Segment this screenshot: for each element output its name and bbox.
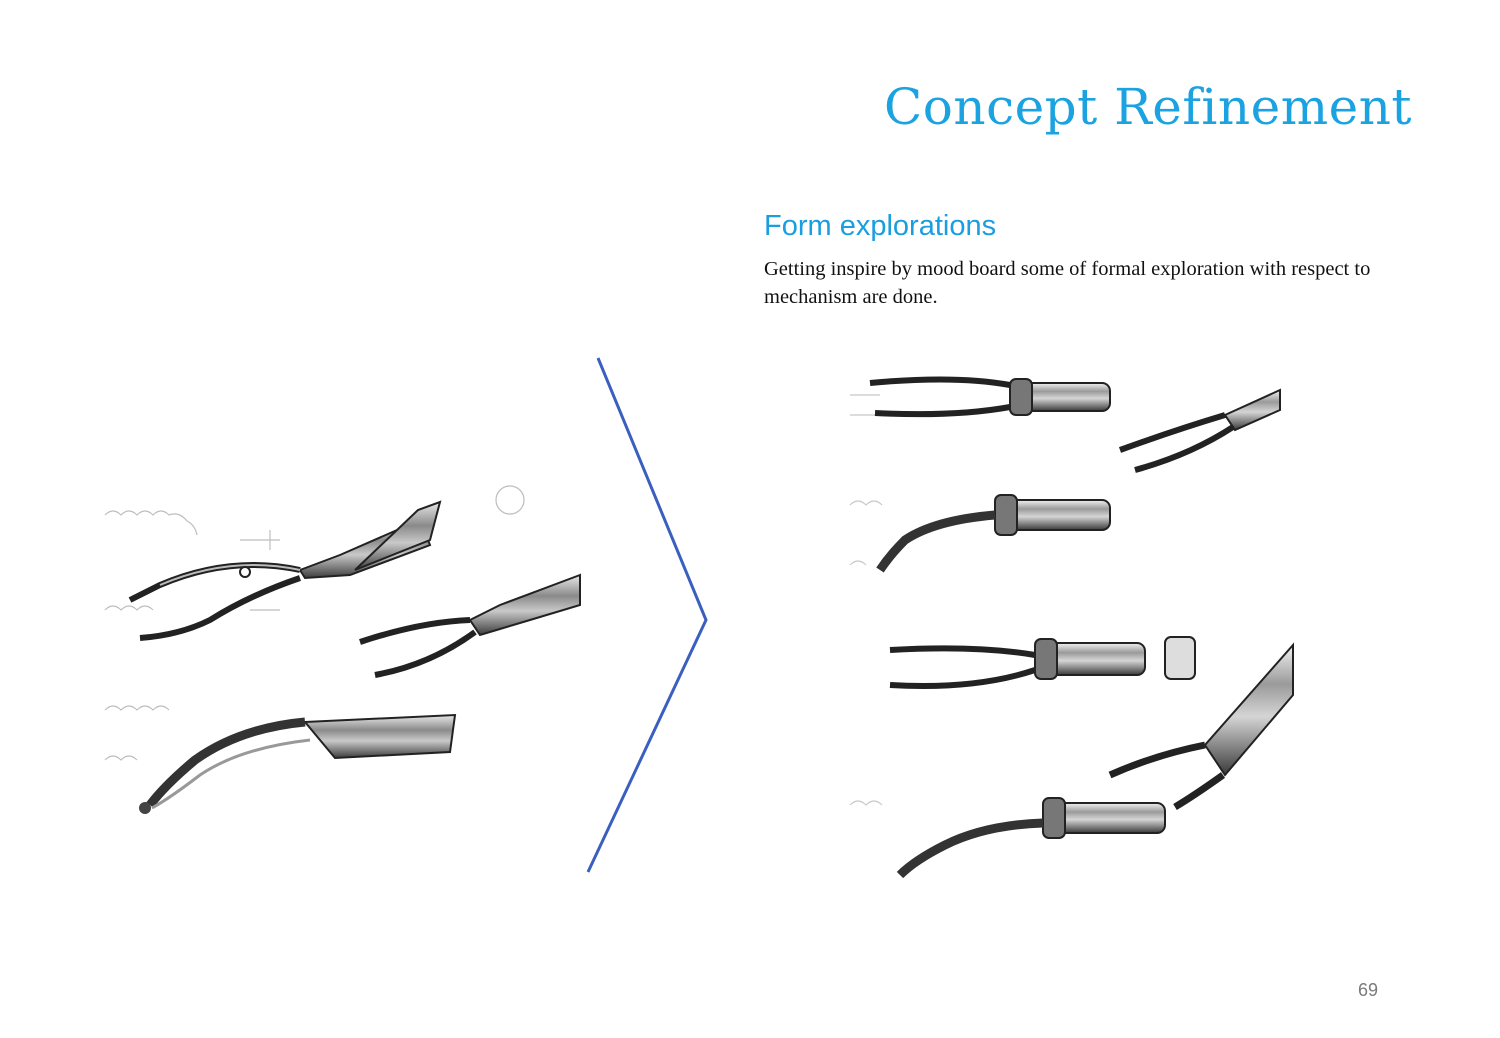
forceps-sketch-icon — [889, 636, 1196, 689]
forceps-sketch-icon — [869, 376, 1111, 418]
forceps-sketch-icon — [128, 500, 442, 641]
page-title: Concept Refinement — [884, 78, 1412, 136]
section-heading: Form explorations — [764, 210, 997, 242]
forceps-sketch-icon — [896, 797, 1166, 879]
right-sketch-image — [849, 376, 1294, 879]
forceps-sketch-icon — [1108, 642, 1294, 811]
description-text: Getting inspire by mood board some of fo… — [764, 258, 1371, 308]
page-number: 69 — [1358, 980, 1379, 1000]
forceps-sketch-icon — [1118, 388, 1281, 473]
forceps-sketch-icon — [876, 494, 1111, 573]
chevron-right-icon — [586, 357, 708, 873]
forceps-sketch-icon — [359, 573, 581, 678]
forceps-sketch-icon — [139, 713, 457, 814]
left-sketch-image — [104, 485, 581, 814]
